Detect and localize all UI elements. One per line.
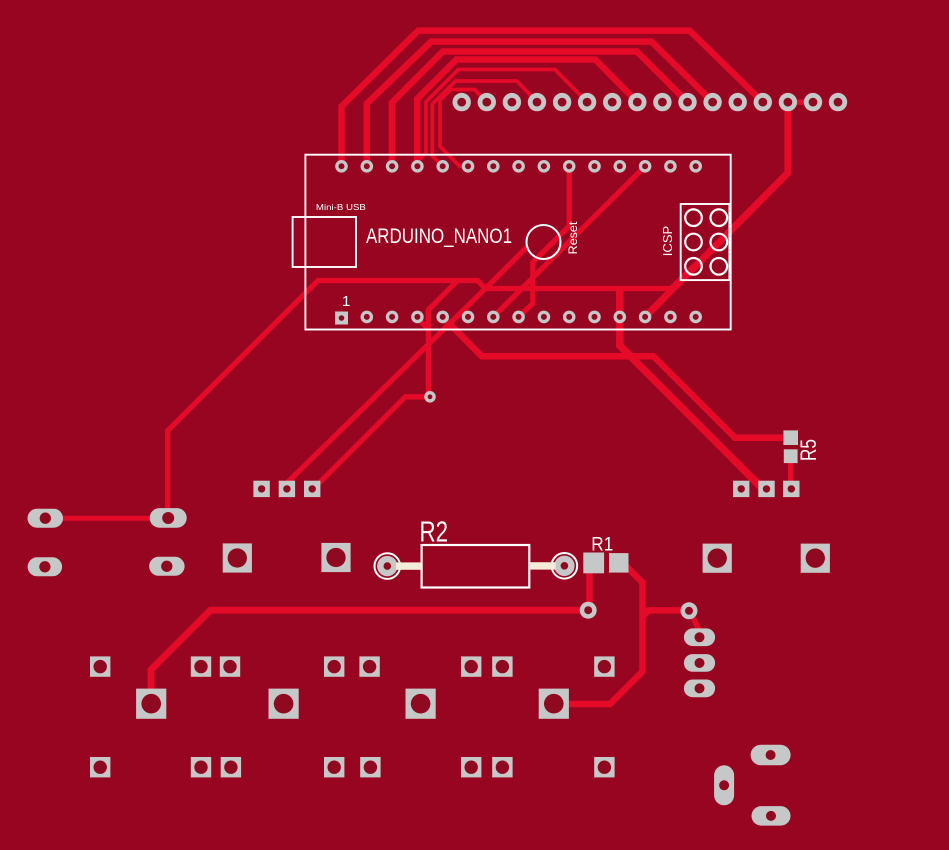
svg-text:R1: R1 — [591, 535, 613, 556]
svg-text:Mini-B USB: Mini-B USB — [316, 202, 366, 212]
svg-text:Reset: Reset — [566, 221, 580, 254]
svg-text:ICSP: ICSP — [660, 226, 675, 256]
svg-text:R5: R5 — [796, 439, 821, 461]
svg-text:ARDUINO_NANO1: ARDUINO_NANO1 — [366, 225, 512, 248]
svg-text:R2: R2 — [420, 516, 449, 548]
svg-text:1: 1 — [342, 293, 350, 310]
